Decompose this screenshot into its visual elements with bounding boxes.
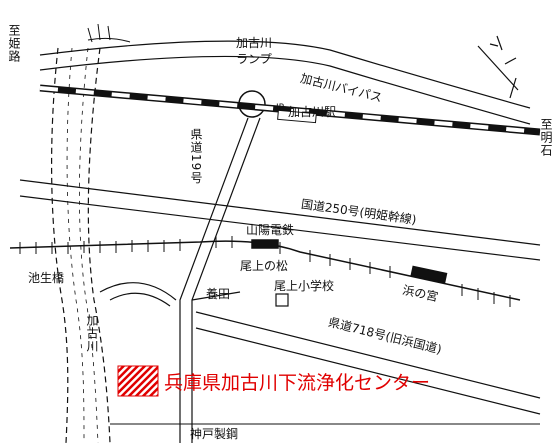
label-jr: JR: [276, 103, 285, 113]
label-ikuyo-bridge: 池生橋: [28, 271, 65, 285]
hamanomiya-station-marker: [410, 265, 448, 284]
label-facility: 兵庫県加古川下流浄化センター: [164, 372, 431, 394]
school-marker-icon: [275, 293, 289, 307]
label-sanyo-railway: 山陽電鉄: [246, 223, 295, 237]
facility-marker-icon: [117, 365, 159, 397]
label-to-himeji: 至姫路: [7, 24, 21, 63]
kakogawa-river: [50, 47, 111, 443]
local-roads: [99, 282, 241, 307]
onoe-station-marker: [251, 239, 279, 249]
route-718: [195, 311, 541, 415]
label-fukuta: 養田: [206, 287, 231, 301]
label-onoe-elementary: 尾上小学校: [274, 279, 335, 293]
label-kakogawa-ramp: 加古川ランプ: [235, 36, 272, 66]
label-onoe-no-matsu: 尾上の松: [240, 259, 289, 273]
station-marker-icon: [277, 109, 317, 124]
terrain-marks: [87, 23, 131, 43]
route-250: [19, 179, 541, 261]
bypass-road: [39, 40, 531, 125]
label-to-akashi: 至明石: [539, 118, 553, 157]
north-arrow-icon: [477, 35, 519, 99]
sanyo-railway: [9, 236, 521, 307]
label-prefectural-road-19: 県道19号: [189, 128, 203, 185]
label-kobe-steel: 神戸製鋼: [190, 427, 239, 441]
label-kakogawa-station: 加古川駅: [288, 105, 337, 119]
jr-railway: [39, 84, 541, 136]
label-kakogawa-river: 加古川: [85, 314, 99, 353]
